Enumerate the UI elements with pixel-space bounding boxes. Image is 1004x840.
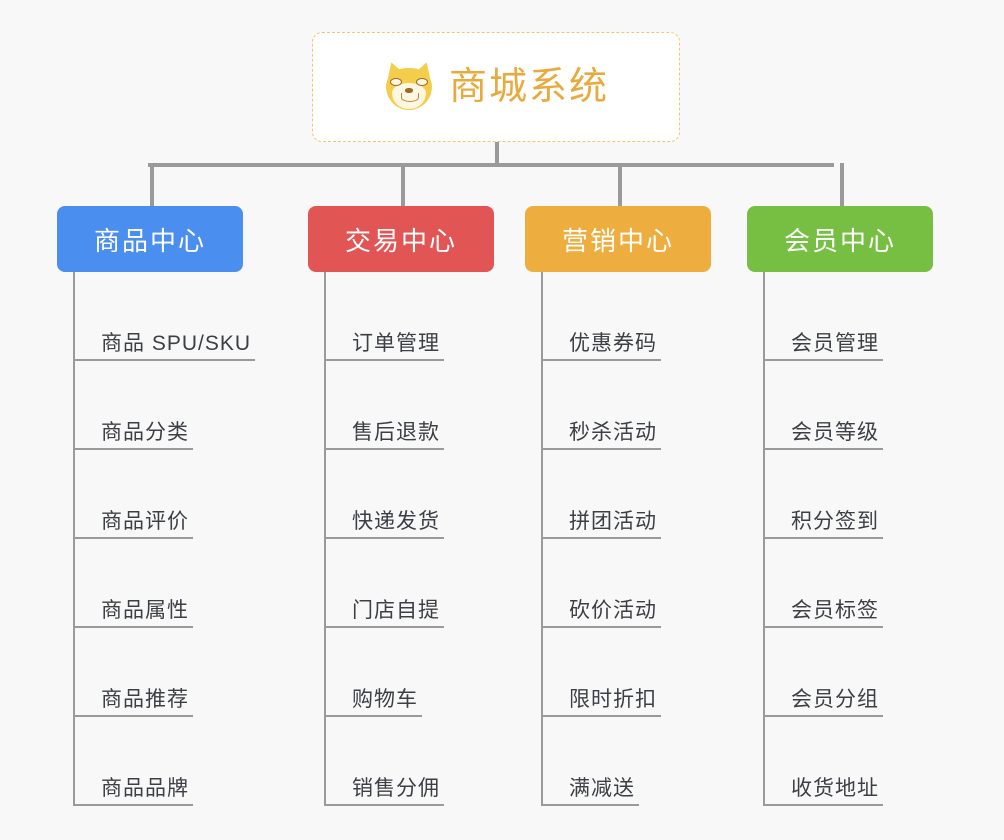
connector-horizontal-bus xyxy=(148,163,834,167)
leaf-item-label: 商品分类 xyxy=(101,421,189,444)
leaf-item-rule xyxy=(326,359,444,361)
connector-root-stem xyxy=(495,142,499,166)
category-box-trade-center[interactable]: 交易中心 xyxy=(308,206,494,272)
leaf-item-label: 商品评价 xyxy=(101,510,189,533)
leaf-item[interactable]: 门店自提 xyxy=(326,539,494,628)
leaf-item[interactable]: 会员管理 xyxy=(765,272,933,361)
leaf-item-rule xyxy=(75,537,193,539)
leaf-list-product-center: 商品 SPU/SKU 商品分类商品评价商品属性商品推荐商品品牌 xyxy=(73,272,255,806)
leaf-item[interactable]: 优惠券码 xyxy=(543,272,711,361)
leaf-item-label: 会员管理 xyxy=(791,332,879,355)
leaf-list-marketing-center: 优惠券码秒杀活动拼团活动砍价活动限时折扣满减送 xyxy=(541,272,711,806)
connector-drop-marketing-center xyxy=(618,163,622,206)
leaf-item[interactable]: 快递发货 xyxy=(326,450,494,539)
leaf-item-rule xyxy=(326,804,444,806)
leaf-item-label: 商品属性 xyxy=(101,599,189,622)
leaf-item[interactable]: 订单管理 xyxy=(326,272,494,361)
leaf-item-rule xyxy=(75,804,193,806)
leaf-item[interactable]: 积分签到 xyxy=(765,450,933,539)
leaf-item-rule xyxy=(543,715,661,717)
leaf-item-rule xyxy=(543,537,661,539)
leaf-item-label: 满减送 xyxy=(569,777,635,800)
column-member-center: 会员中心会员管理会员等级积分签到会员标签会员分组收货地址 xyxy=(747,206,933,806)
leaf-item-rule xyxy=(543,359,661,361)
connector-drop-member-center xyxy=(840,163,844,206)
leaf-item-rule xyxy=(765,626,883,628)
leaf-item-label: 会员标签 xyxy=(791,599,879,622)
leaf-item-label: 限时折扣 xyxy=(569,688,657,711)
leaf-item-rule xyxy=(326,715,422,717)
leaf-item[interactable]: 商品属性 xyxy=(75,539,243,628)
leaf-list-trade-center: 订单管理售后退款快递发货门店自提购物车销售分佣 xyxy=(324,272,494,806)
leaf-item[interactable]: 拼团活动 xyxy=(543,450,711,539)
leaf-item-rule xyxy=(765,804,883,806)
leaf-item-rule xyxy=(75,448,193,450)
leaf-item[interactable]: 售后退款 xyxy=(326,361,494,450)
leaf-item-rule xyxy=(326,448,444,450)
column-trade-center: 交易中心订单管理售后退款快递发货门店自提购物车销售分佣 xyxy=(308,206,494,806)
connector-drop-product-center xyxy=(150,163,154,206)
leaf-item[interactable]: 秒杀活动 xyxy=(543,361,711,450)
leaf-item[interactable]: 会员分组 xyxy=(765,628,933,717)
root-title: 商城系统 xyxy=(448,66,609,108)
leaf-item-rule xyxy=(326,537,444,539)
leaf-item-label: 会员等级 xyxy=(791,421,879,444)
leaf-item-rule xyxy=(765,537,883,539)
leaf-item-label: 会员分组 xyxy=(791,688,879,711)
leaf-item[interactable]: 收货地址 xyxy=(765,717,933,806)
leaf-item-rule xyxy=(765,359,883,361)
leaf-item-label: 收货地址 xyxy=(791,777,879,800)
leaf-item-label: 订单管理 xyxy=(352,332,440,355)
leaf-item[interactable]: 商品分类 xyxy=(75,361,243,450)
leaf-item-label: 拼团活动 xyxy=(569,510,657,533)
leaf-item-label: 商品推荐 xyxy=(101,688,189,711)
leaf-list-member-center: 会员管理会员等级积分签到会员标签会员分组收货地址 xyxy=(763,272,933,806)
leaf-item[interactable]: 满减送 xyxy=(543,717,711,806)
root-node[interactable]: 商城系统 xyxy=(312,32,680,142)
leaf-item[interactable]: 商品品牌 xyxy=(75,717,243,806)
leaf-item[interactable]: 会员等级 xyxy=(765,361,933,450)
leaf-item-label: 门店自提 xyxy=(352,599,440,622)
leaf-item-label: 商品 SPU/SKU xyxy=(101,332,252,355)
leaf-item-rule xyxy=(765,448,883,450)
leaf-item-label: 购物车 xyxy=(352,688,418,711)
connector-drop-trade-center xyxy=(401,163,405,206)
leaf-item-label: 售后退款 xyxy=(352,421,440,444)
leaf-item[interactable]: 商品 SPU/SKU xyxy=(75,272,255,361)
leaf-item-label: 优惠券码 xyxy=(569,332,657,355)
shiba-dog-icon xyxy=(381,59,437,112)
category-box-product-center[interactable]: 商品中心 xyxy=(57,206,243,272)
leaf-item-label: 秒杀活动 xyxy=(569,421,657,444)
leaf-item-rule xyxy=(765,715,883,717)
leaf-item-rule xyxy=(543,626,661,628)
column-marketing-center: 营销中心优惠券码秒杀活动拼团活动砍价活动限时折扣满减送 xyxy=(525,206,711,806)
leaf-item-rule xyxy=(75,626,193,628)
leaf-item-rule xyxy=(543,448,661,450)
column-product-center: 商品中心商品 SPU/SKU 商品分类商品评价商品属性商品推荐商品品牌 xyxy=(57,206,255,806)
leaf-item[interactable]: 砍价活动 xyxy=(543,539,711,628)
leaf-item-rule xyxy=(75,715,193,717)
leaf-item[interactable]: 会员标签 xyxy=(765,539,933,628)
leaf-item-rule xyxy=(326,626,444,628)
category-box-marketing-center[interactable]: 营销中心 xyxy=(525,206,711,272)
leaf-item-rule xyxy=(543,804,639,806)
category-box-member-center[interactable]: 会员中心 xyxy=(747,206,933,272)
leaf-item[interactable]: 购物车 xyxy=(326,628,494,717)
leaf-item-label: 销售分佣 xyxy=(352,777,440,800)
leaf-item-rule xyxy=(75,359,255,361)
leaf-item[interactable]: 销售分佣 xyxy=(326,717,494,806)
leaf-item-label: 砍价活动 xyxy=(569,599,657,622)
leaf-item-label: 快递发货 xyxy=(352,510,440,533)
leaf-item-label: 商品品牌 xyxy=(101,777,189,800)
leaf-item[interactable]: 商品推荐 xyxy=(75,628,243,717)
leaf-item[interactable]: 商品评价 xyxy=(75,450,243,539)
leaf-item-label: 积分签到 xyxy=(791,510,879,533)
leaf-item[interactable]: 限时折扣 xyxy=(543,628,711,717)
